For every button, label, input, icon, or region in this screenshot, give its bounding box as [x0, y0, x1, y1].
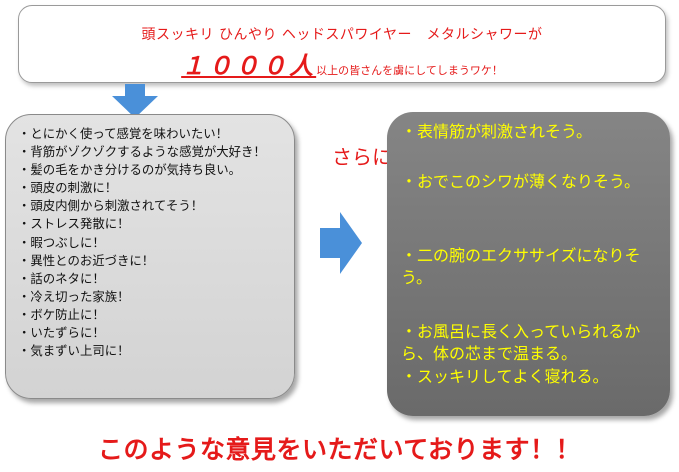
header-line2: １０００人以上の皆さんを虜にしてしまうワケ！	[19, 46, 665, 81]
connector-label: さらに	[332, 145, 392, 169]
benefit-item: ・お風呂に長く入っていられるから、体の芯まで温まる。	[401, 322, 641, 363]
opinion-item: ・ストレス発散に！	[18, 216, 130, 232]
footer-banner: このような意見をいただいております！！	[97, 435, 581, 464]
header-suffix: 以上の皆さんを虜にしてしまうワケ！	[316, 64, 503, 77]
opinion-item: ・頭皮内側から刺激されてそう！	[18, 198, 204, 214]
benefit-item: ・二の腕のエクササイズになりそう。	[401, 246, 641, 287]
opinion-item: ・髪の毛をかき分けるのが気持ち良い。	[18, 162, 242, 178]
opinion-item: ・気まずい上司に！	[18, 343, 130, 359]
opinion-item: ・いたずらに！	[18, 325, 105, 341]
opinion-item: ・とにかく使って感覚を味わいたい！	[18, 126, 229, 141]
opinion-item: ・ボケ防止に！	[18, 306, 105, 322]
right-arrow-icon	[320, 212, 362, 274]
benefits-panel: ・表情筋が刺激されそう。 ・おでこのシワが薄くなりそう。 ・二の腕のエクササイズ…	[387, 112, 670, 416]
opinions-panel: ・とにかく使って感覚を味わいたい！ ・背筋がゾクゾクするような感覚が大好き！ ・…	[5, 114, 295, 399]
header-box: 頭スッキリ ひんやり ヘッドスパワイヤー メタルシャワーが １０００人以上の皆さ…	[18, 5, 666, 83]
down-arrow-icon	[112, 84, 158, 118]
opinion-item: ・冷え切った家族！	[18, 288, 130, 304]
opinion-item: ・背筋がゾクゾクするような感覚が大好き！	[18, 144, 266, 160]
header-line1: 頭スッキリ ひんやり ヘッドスパワイヤー メタルシャワーが	[141, 27, 543, 43]
benefit-item: ・おでこのシワが薄くなりそう。	[401, 172, 641, 191]
header-count: １０００人	[181, 52, 317, 80]
opinion-item: ・頭皮の刺激に！	[18, 180, 118, 196]
opinion-item: ・異性とのお近づきに！	[18, 252, 155, 268]
benefit-item: ・表情筋が刺激されそう。	[401, 122, 593, 141]
opinion-item: ・暇つぶしに！	[18, 234, 105, 250]
benefit-item: ・スッキリしてよく寝れる。	[401, 367, 609, 386]
opinion-item: ・話のネタに！	[18, 270, 105, 286]
